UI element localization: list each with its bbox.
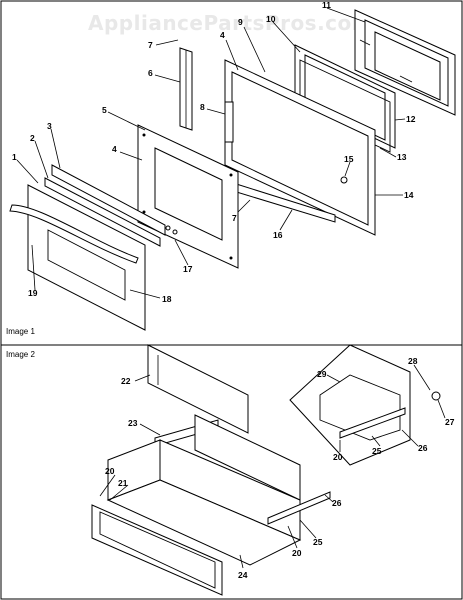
callout-26-bottom: 26 <box>332 498 342 508</box>
part-screw <box>340 176 348 184</box>
part-glass-pack <box>299 59 391 153</box>
callout-9: 9 <box>238 17 243 27</box>
callout-8: 8 <box>200 102 205 112</box>
callout-6: 6 <box>148 68 153 78</box>
part-bracket <box>224 101 234 143</box>
callout-5: 5 <box>102 105 107 115</box>
part-door-glass <box>294 44 396 149</box>
part-drawer-body <box>106 414 302 566</box>
callout-21: 21 <box>118 478 128 488</box>
callout-11: 11 <box>322 0 331 10</box>
callout-20-right: 20 <box>333 452 343 462</box>
callout-15: 15 <box>344 154 354 164</box>
callout-19: 19 <box>28 288 38 298</box>
section-label-image2: Image 2 <box>6 350 35 359</box>
part-side-slide <box>339 407 406 439</box>
callout-4-top: 4 <box>220 30 225 40</box>
leader-lines-image1 <box>16 7 406 299</box>
part-inner-door-panel <box>137 124 239 269</box>
leader-lines-image2 <box>99 364 446 569</box>
part-door-trim-panel <box>44 177 161 247</box>
part-clip <box>431 391 441 401</box>
part-drawer-back-panel <box>147 344 249 434</box>
part-drawer-front <box>91 504 223 596</box>
watermark-text: AppliancePartsPros.com <box>88 11 373 35</box>
callout-22: 22 <box>121 376 131 386</box>
drawer-assembly <box>91 344 441 596</box>
callout-16: 16 <box>273 230 283 240</box>
part-outer-door-frame <box>354 9 456 116</box>
callout-29: 29 <box>317 369 327 379</box>
callout-18: 18 <box>162 294 172 304</box>
part-door-hinge-channel <box>179 47 193 131</box>
part-screws <box>165 225 178 235</box>
part-door-handle <box>9 204 139 264</box>
part-drawer-slides <box>267 491 331 525</box>
callout-20-bottom: 20 <box>292 548 302 558</box>
callout-4-left: 4 <box>112 144 117 154</box>
callout-25-bottom: 25 <box>313 537 323 547</box>
callout-14: 14 <box>404 190 414 200</box>
callout-23: 23 <box>128 418 138 428</box>
callout-2: 2 <box>30 133 35 143</box>
part-upper-trim <box>51 164 166 236</box>
section-label-image1: Image 1 <box>6 327 35 336</box>
part-side-box <box>289 344 411 466</box>
callout-17: 17 <box>183 264 193 274</box>
callout-13: 13 <box>397 152 407 162</box>
callout-25-right: 25 <box>372 446 382 456</box>
callouts-image1: 1 2 3 4 4 5 6 7 7 8 9 10 11 12 13 14 15 … <box>12 0 416 304</box>
callout-28: 28 <box>408 356 418 366</box>
callout-24: 24 <box>238 570 248 580</box>
callout-10: 10 <box>266 14 276 24</box>
door-assembly <box>9 9 456 331</box>
callout-20-left: 20 <box>105 466 115 476</box>
callout-27: 27 <box>445 417 455 427</box>
callouts-image2: 22 23 20 21 24 20 25 26 29 28 27 26 25 2… <box>105 356 455 580</box>
callout-7-bottom: 7 <box>232 213 237 223</box>
callout-3: 3 <box>47 121 52 131</box>
callout-7-top: 7 <box>148 40 153 50</box>
callout-12: 12 <box>406 114 416 124</box>
callout-1: 1 <box>12 152 17 162</box>
callout-26-right: 26 <box>418 443 428 453</box>
